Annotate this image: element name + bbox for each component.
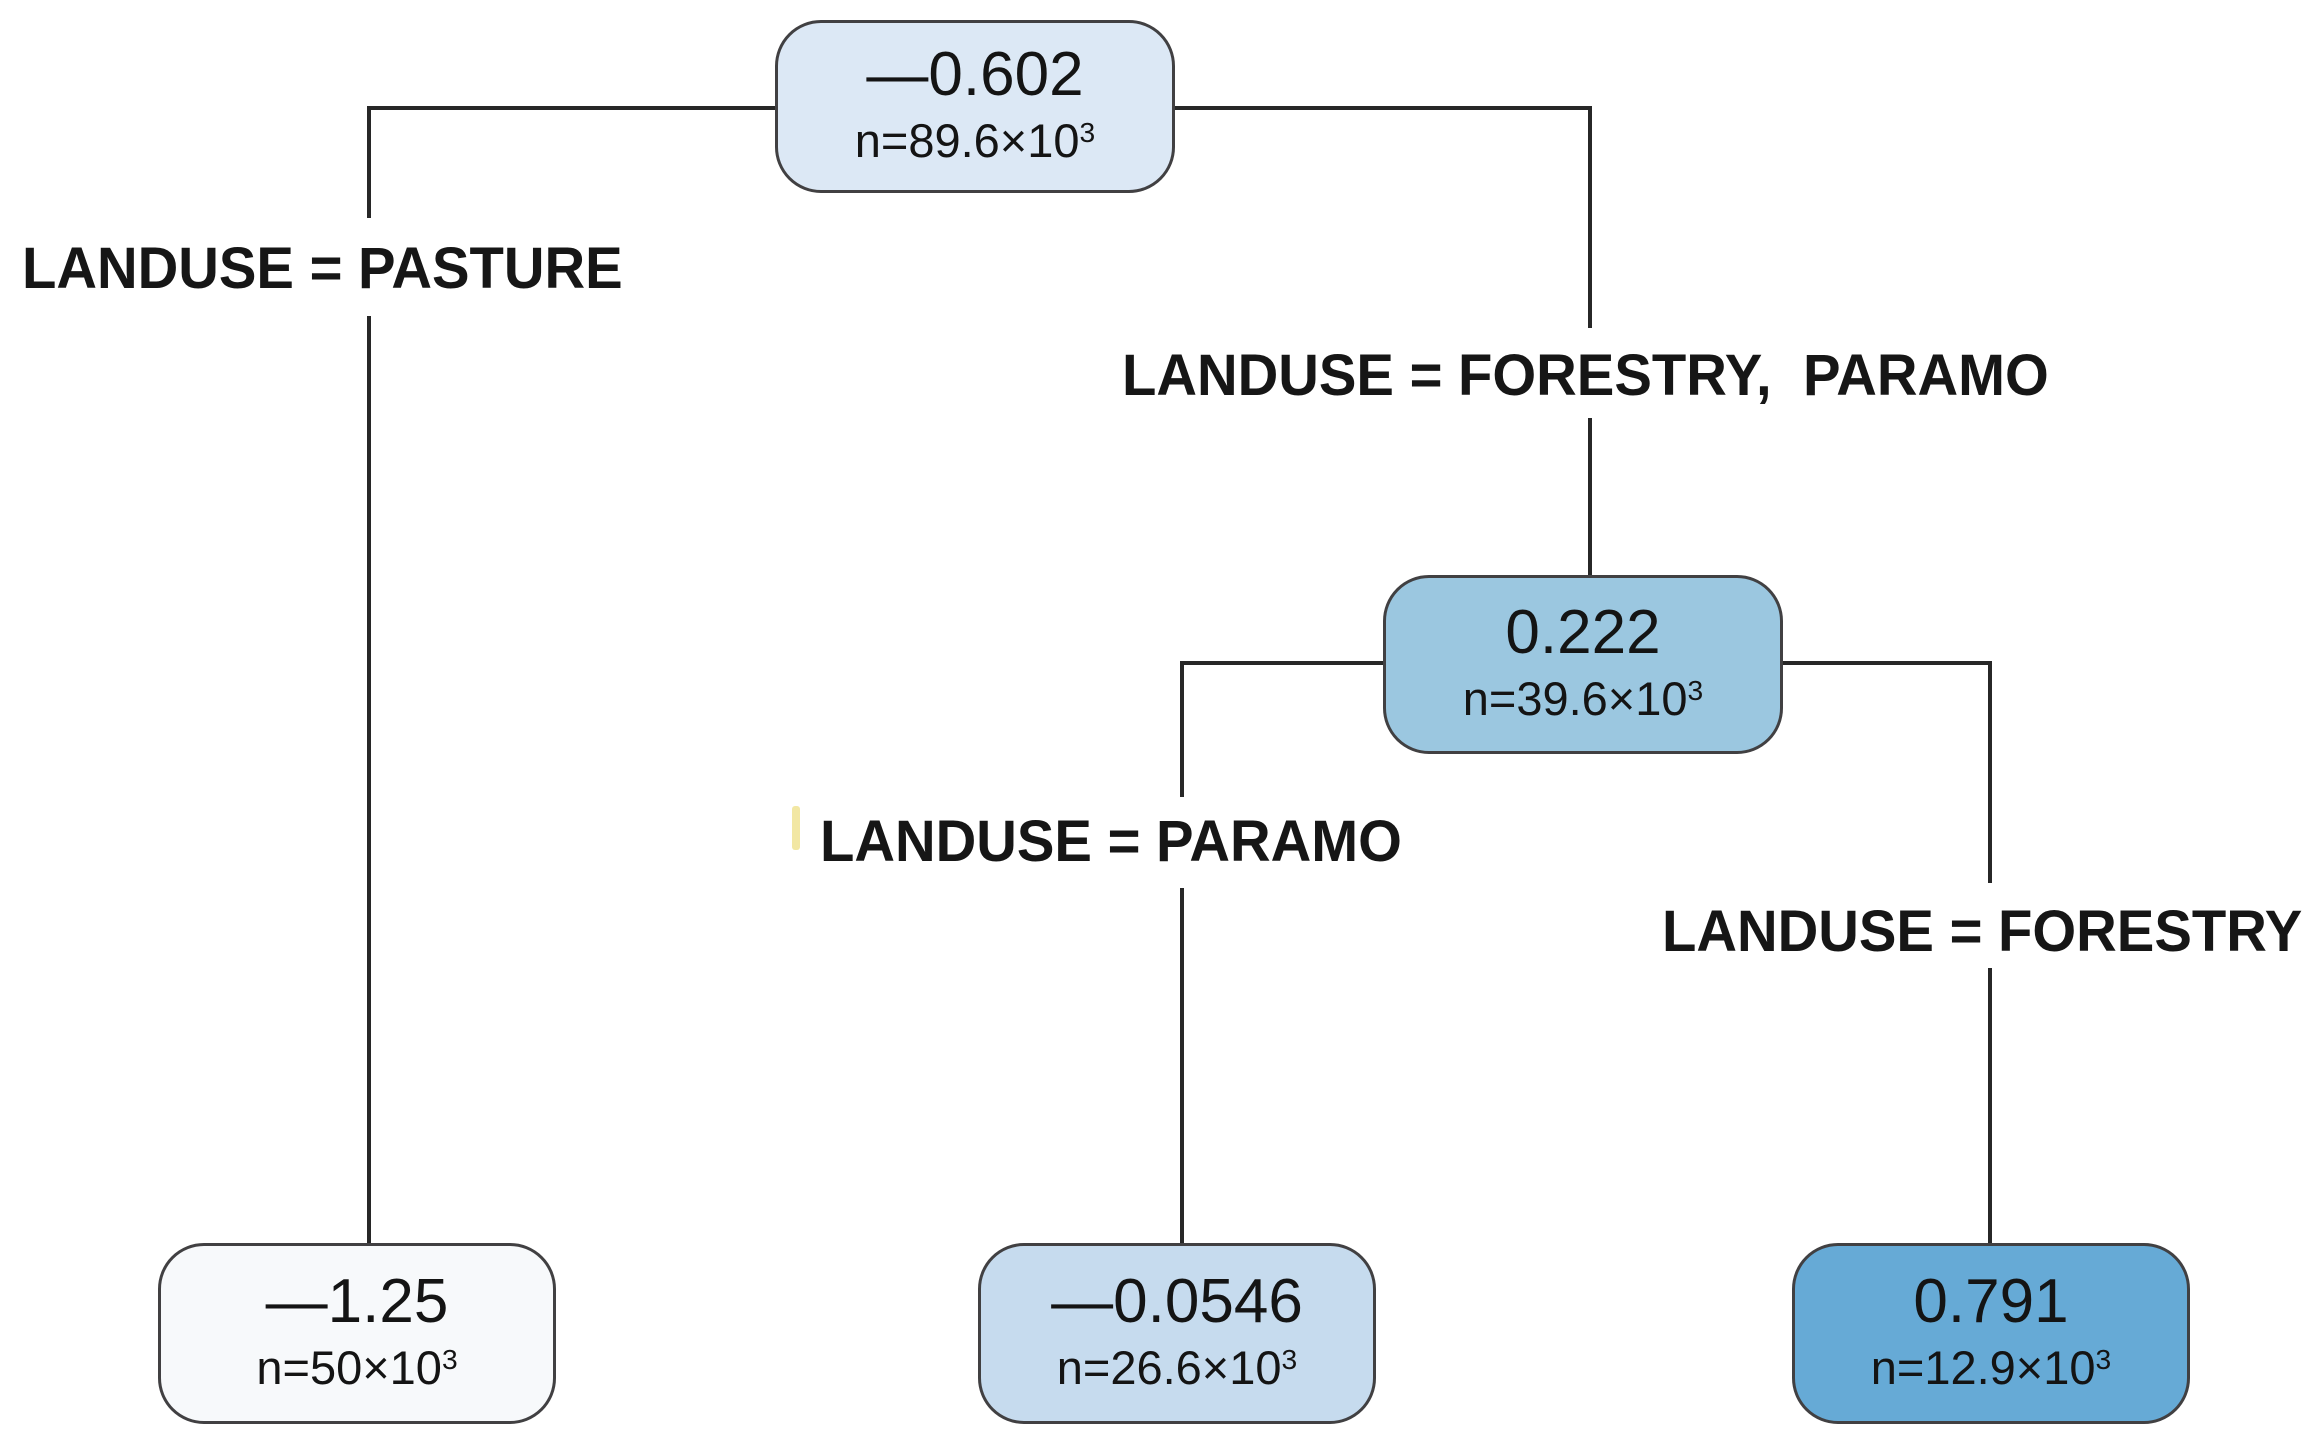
tree-leaf-forestry: 0.791 n=12.9×103	[1792, 1243, 2190, 1424]
exponent: 3	[441, 1343, 458, 1376]
node-value: —0.602	[866, 39, 1084, 109]
node-value: —1.25	[265, 1266, 449, 1336]
node-value: —0.0546	[1051, 1266, 1303, 1336]
edge-label-pasture: LANDUSE = PASTURE	[22, 236, 623, 301]
exponent: 3	[2095, 1343, 2112, 1376]
edge-internal-left-vertical-upper	[1180, 661, 1184, 797]
edge-root-left-vertical-upper	[367, 106, 371, 218]
edge-root-right-horizontal	[1171, 106, 1592, 110]
node-sample-size: n=26.6×103	[1056, 1340, 1298, 1394]
node-sample-size: n=50×103	[256, 1340, 458, 1394]
edge-label-forestry-paramo: LANDUSE = FORESTRY, PARAMO	[1122, 343, 2049, 408]
exponent: 3	[1281, 1343, 1298, 1376]
node-sample-size: n=12.9×103	[1870, 1340, 2112, 1394]
tree-node-root: —0.602 n=89.6×103	[775, 20, 1175, 193]
node-sample-size: n=89.6×103	[854, 113, 1096, 167]
tree-leaf-paramo: —0.0546 n=26.6×103	[978, 1243, 1376, 1424]
yellow-mark-artifact	[792, 806, 800, 850]
edge-label-forestry: LANDUSE = FORESTRY	[1662, 899, 2303, 964]
node-value: 0.222	[1505, 597, 1661, 667]
edge-label-paramo: LANDUSE = PARAMO	[820, 809, 1402, 874]
node-value: 0.791	[1913, 1266, 2069, 1336]
node-sample-size: n=39.6×103	[1462, 671, 1704, 725]
edge-root-right-vertical-lower	[1588, 418, 1592, 575]
edge-internal-left-vertical-lower	[1180, 888, 1184, 1243]
edge-root-left-vertical-lower	[367, 316, 371, 1243]
edge-internal-right-horizontal	[1779, 661, 1992, 665]
exponent: 3	[1687, 674, 1704, 707]
tree-leaf-pasture: —1.25 n=50×103	[158, 1243, 556, 1424]
exponent: 3	[1079, 116, 1096, 149]
tree-node-internal: 0.222 n=39.6×103	[1383, 575, 1783, 754]
edge-root-left-horizontal	[367, 106, 779, 110]
edge-internal-right-vertical-upper	[1988, 661, 1992, 883]
edge-internal-left-horizontal	[1180, 661, 1387, 665]
edge-internal-right-vertical-lower	[1988, 968, 1992, 1243]
edge-root-right-vertical-upper	[1588, 106, 1592, 328]
